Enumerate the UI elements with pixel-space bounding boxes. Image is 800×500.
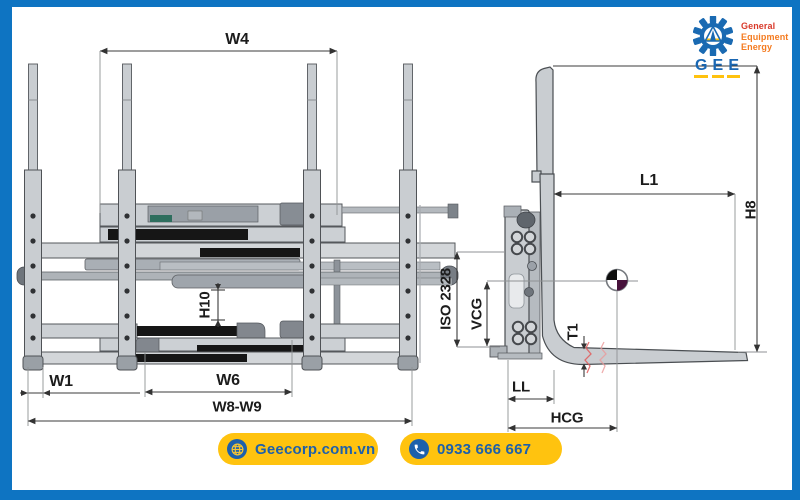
fork-post: [397, 63, 419, 371]
gee-logo: General Equipment Energy G E E: [688, 13, 788, 78]
blade-break-marks: [584, 341, 607, 374]
brand-line: Energy: [741, 42, 773, 52]
fork-profile: [531, 66, 749, 366]
dim-label-w8-w9: W8-W9: [212, 398, 262, 416]
fork-post: [116, 63, 138, 371]
brand-line: Equipment: [741, 31, 789, 42]
ll-dimension: [507, 360, 555, 432]
frame-border-left: [0, 0, 12, 500]
iso-2328-dimension: [453, 251, 504, 348]
w4-dimension: [99, 47, 338, 215]
dim-label-iso-2328: ISO 2328: [437, 268, 455, 330]
fork-post: [22, 63, 44, 371]
website-button[interactable]: Geecorp.com.vn: [218, 433, 378, 465]
dim-label-w1: W1: [49, 373, 73, 390]
frame-border-right: [792, 0, 800, 500]
dim-label-ll: LL: [512, 378, 530, 396]
frame-border-bottom: [0, 490, 800, 500]
dim-label-w6: W6: [216, 372, 240, 389]
h8-dimension: [553, 65, 767, 353]
w1-dimension: [20, 367, 140, 426]
side-view: [453, 65, 767, 432]
dim-label-vcg: VCG: [468, 298, 486, 330]
dim-label-h10: H10: [196, 291, 214, 319]
brand-line: General: [741, 21, 776, 31]
phone-label: 0933 666 667: [437, 440, 532, 458]
cg-symbol: [487, 268, 638, 432]
fork-post: [301, 63, 323, 371]
dim-label-l1: L1: [639, 172, 659, 189]
brand-acronym: G E E: [694, 57, 740, 78]
w8-w9-dimension: [27, 367, 413, 426]
brand-text: General Equipment Energy: [741, 21, 788, 53]
front-view: [16, 47, 459, 426]
fork-posts: [22, 63, 419, 371]
website-label: Geecorp.com.vn: [255, 440, 376, 458]
phone-icon: [409, 439, 429, 459]
frame-border-top: [0, 0, 800, 7]
carriage-assembly: [16, 202, 459, 365]
l1-dimension: [553, 190, 736, 350]
globe-icon: [227, 439, 247, 459]
dim-label-w4: W4: [225, 31, 249, 48]
fork-hanger: [489, 205, 543, 360]
acronym-letter: G: [694, 57, 709, 78]
h10-dimension: [211, 283, 225, 327]
gear-icon: [693, 16, 733, 56]
acronym-letter: E: [711, 57, 725, 78]
dim-label-t1: T1: [564, 323, 582, 341]
dim-label-hcg: HCG: [550, 409, 584, 427]
t1-dimension: [581, 336, 587, 377]
w6-dimension: [144, 340, 293, 397]
acronym-letter: E: [727, 57, 740, 78]
phone-button[interactable]: 0933 666 667: [400, 433, 562, 465]
dim-label-h8: H8: [742, 200, 760, 220]
